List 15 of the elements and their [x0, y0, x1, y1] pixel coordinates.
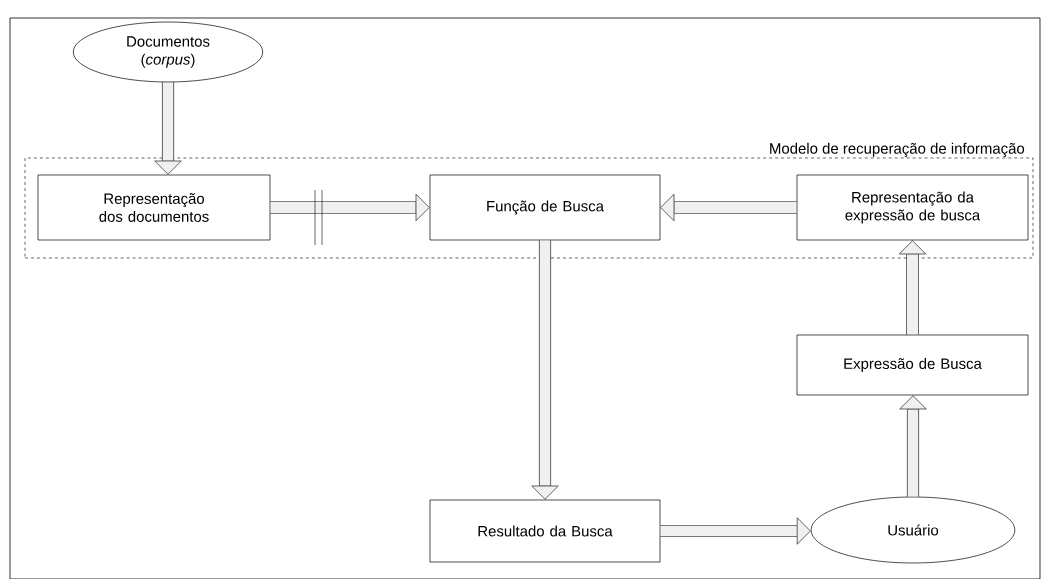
block-arrow — [270, 193, 430, 222]
process-box: Representação da expressão de busca — [796, 174, 1029, 241]
block-arrow — [899, 395, 927, 497]
block-arrow — [660, 517, 811, 545]
process-box: Expressão de Busca — [796, 334, 1029, 396]
ellipse-node: Usuário — [810, 496, 1016, 564]
block-arrow — [531, 240, 559, 500]
block-arrow — [154, 82, 182, 175]
group-label: Modelo de recuperação de informação — [770, 142, 1025, 157]
process-box: Representação dos documentos — [37, 174, 271, 241]
ellipse-node: Documentos (corpus) — [72, 21, 264, 83]
process-box: Resultado da Busca — [429, 499, 661, 563]
block-arrow — [660, 193, 797, 222]
process-box: Função de Busca — [429, 174, 661, 241]
block-arrow — [898, 240, 927, 335]
